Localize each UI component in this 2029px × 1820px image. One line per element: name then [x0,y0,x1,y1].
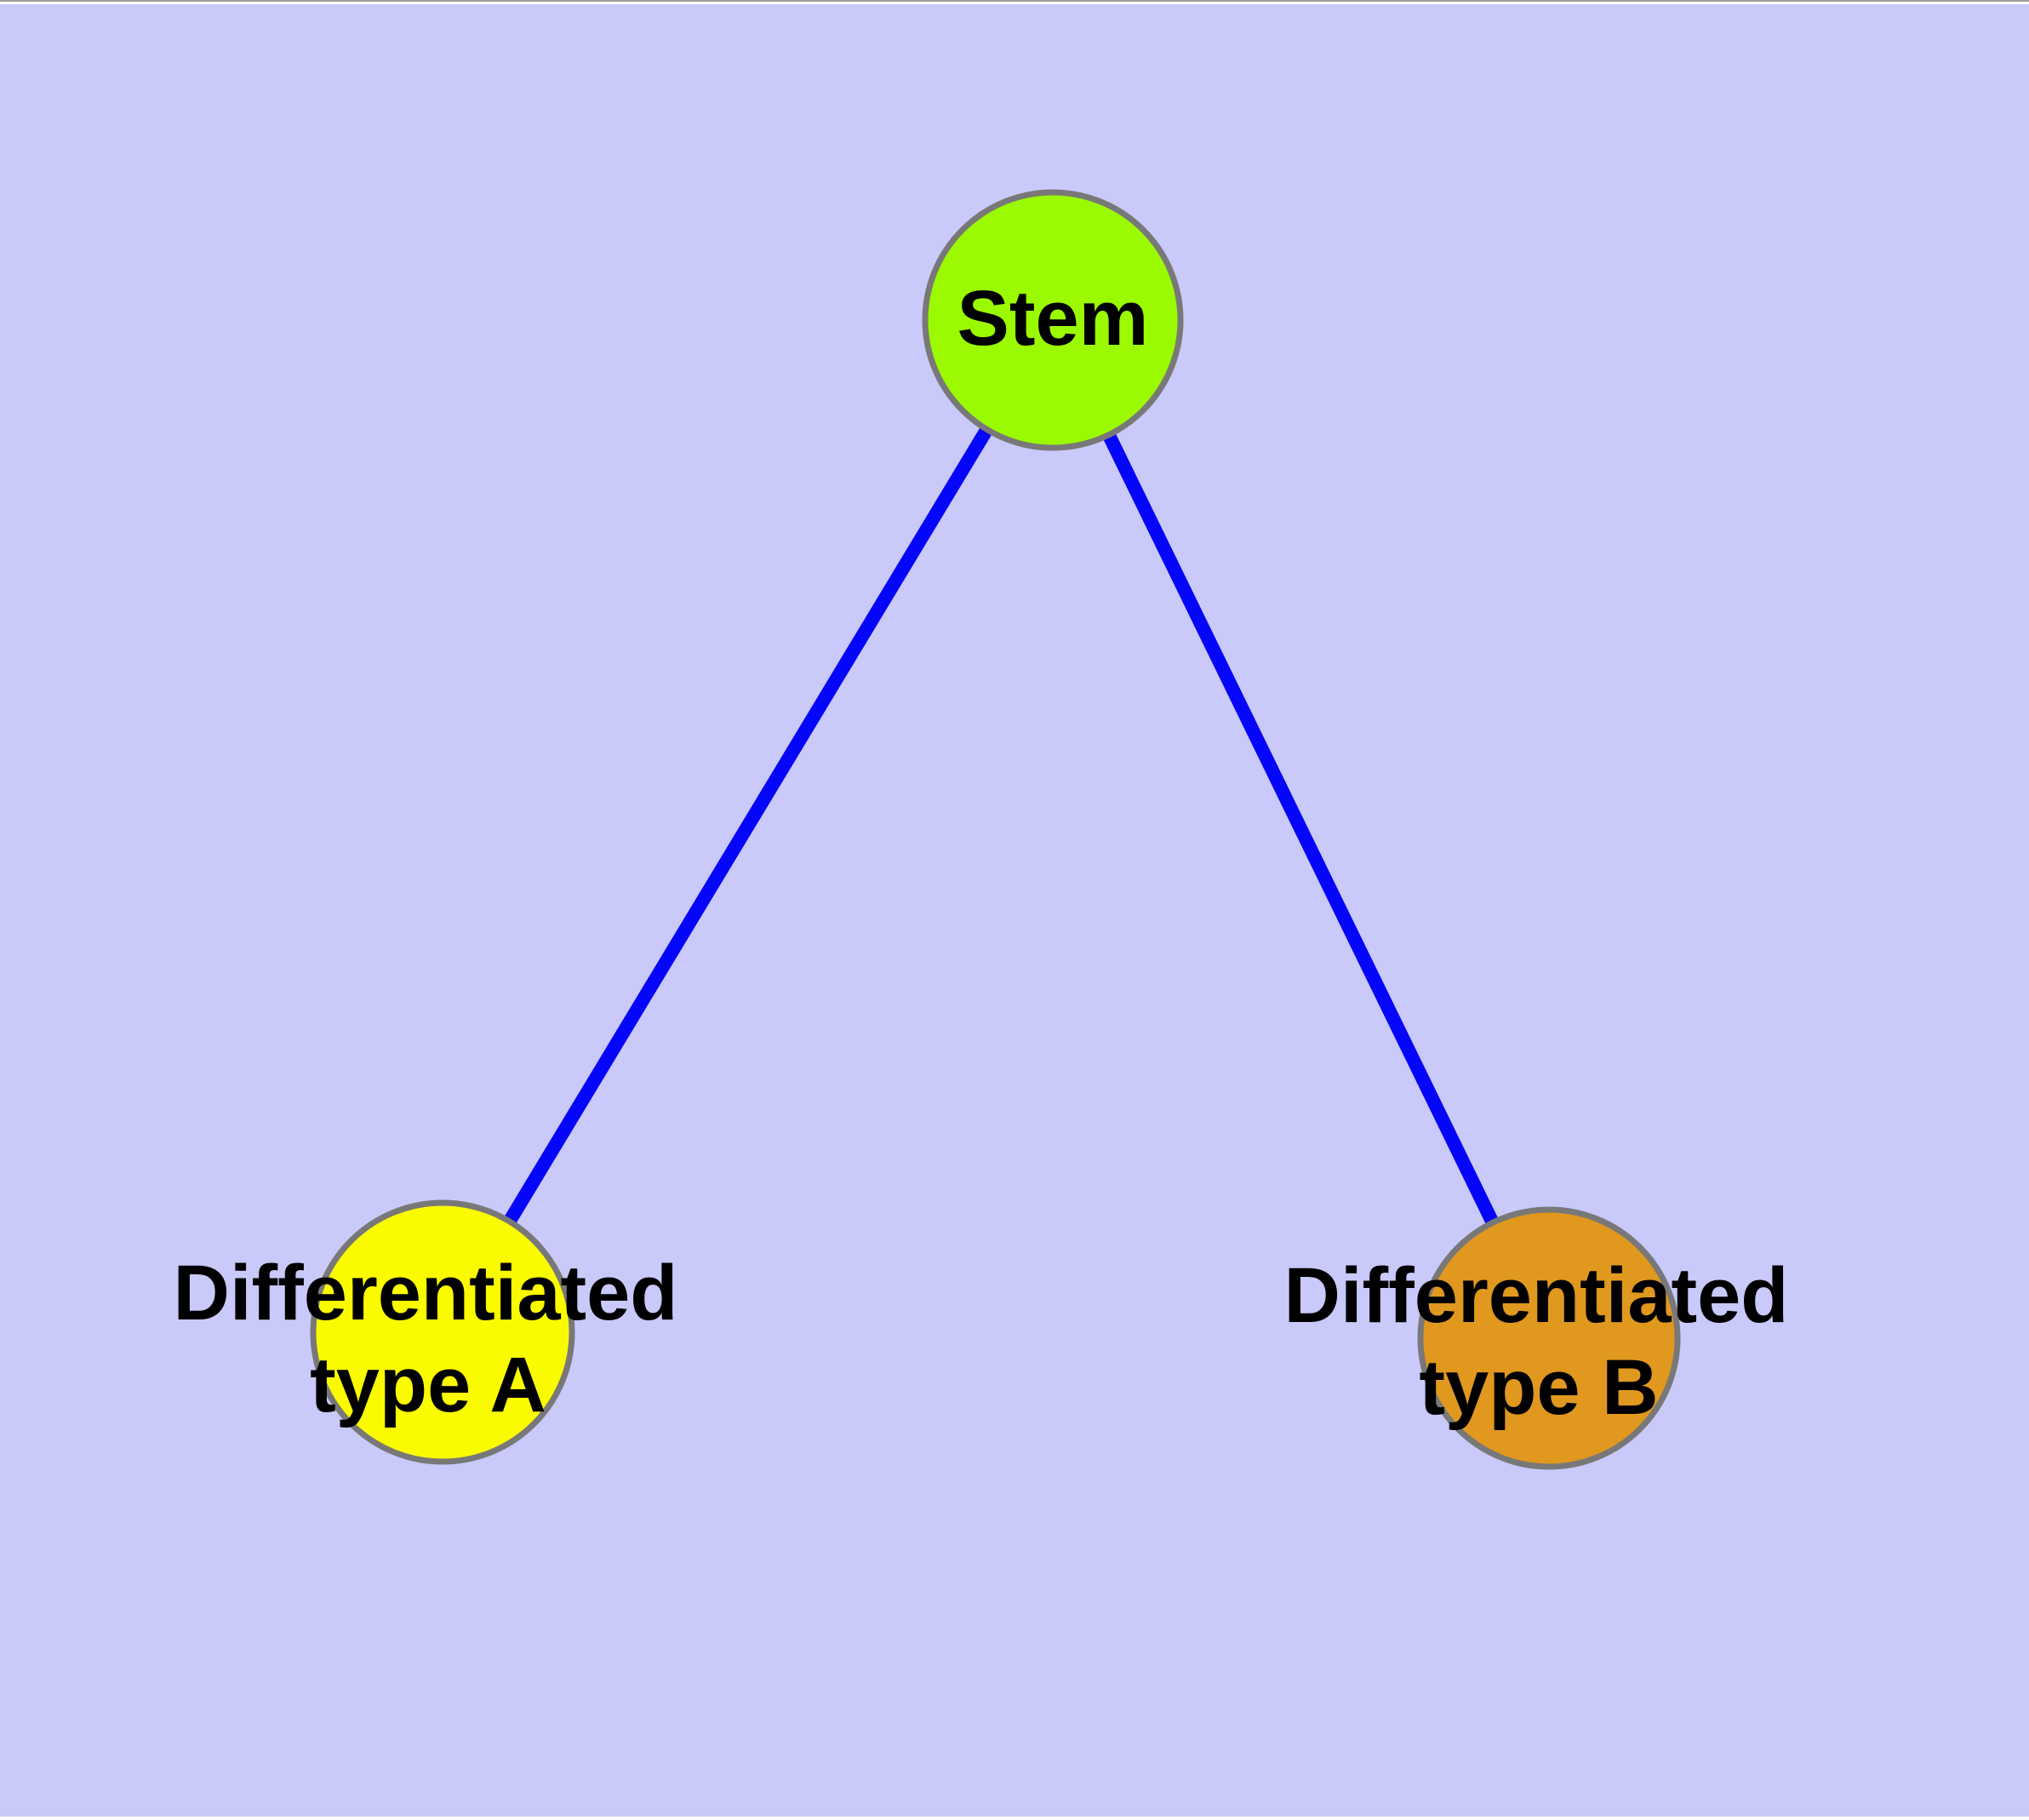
node-type-b-label-line1: Differentiated [1284,1252,1789,1339]
node-differentiated-type-a [310,1199,575,1465]
node-type-a-label-line2: type A [310,1342,546,1428]
node-differentiated-type-b [1417,1206,1681,1470]
edge-stem-to-type-a [437,316,1059,1336]
top-edge-line [0,0,2029,2]
node-type-a-label-line1: Differentiated [174,1250,678,1336]
node-stem-label: Stem [957,275,1149,362]
node-stem [922,189,1184,451]
edge-stem-to-type-b [1046,317,1556,1342]
node-type-b-label-line2: type B [1419,1344,1658,1431]
